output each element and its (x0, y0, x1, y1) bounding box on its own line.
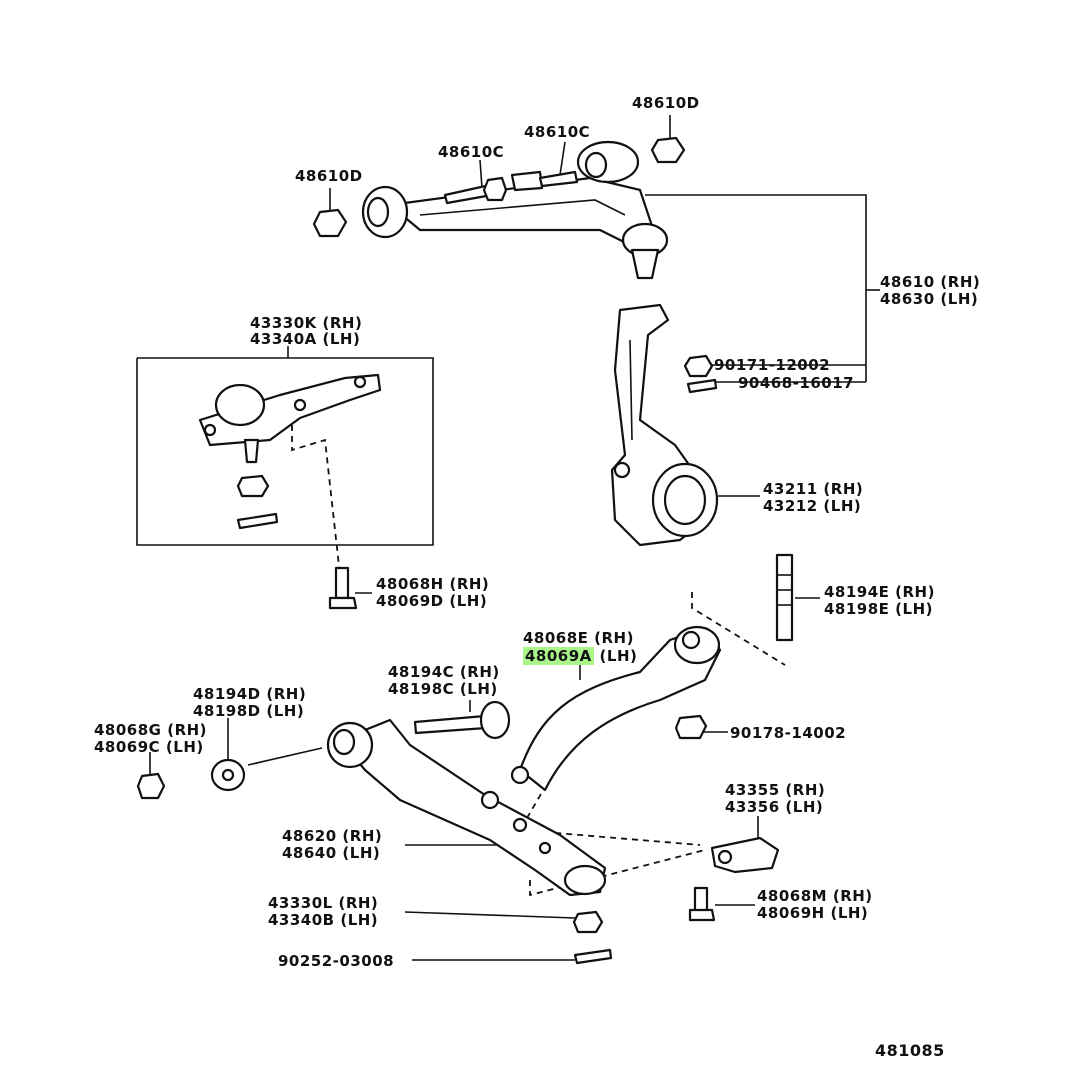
label-upper-arm-lh: 48630 (LH) (880, 290, 979, 308)
label-stud-lh: 48198E (LH) (824, 600, 933, 618)
highlighted-part-number: 48069A (523, 647, 594, 665)
label-ball-joint-lh: 43340A (LH) (250, 330, 361, 348)
label-bolt-bracket-lh: 48069H (LH) (757, 904, 869, 922)
label-bolt-ball-lh: 48069D (LH) (376, 592, 488, 610)
label-bolt-upper-right: 48610C (524, 123, 591, 141)
label-cotter-pin-knuckle: 90468-16017 (738, 374, 855, 392)
label-ball-joint-rh: 43330K (RH) (250, 314, 363, 332)
upper-fasteners (312, 136, 686, 238)
label-nut-upper-right: 48610D (632, 94, 700, 112)
label-bracket-lh: 43356 (LH) (725, 798, 824, 816)
label-bracket-rh: 43355 (RH) (725, 781, 826, 799)
label-cam-plate-rh: 48194D (RH) (193, 685, 307, 703)
steering-knuckle (610, 303, 719, 547)
upper-control-arm (361, 140, 669, 280)
label-bolt-cam-rh: 48194C (RH) (388, 663, 500, 681)
label-stud-rh: 48194E (RH) (824, 583, 935, 601)
cam-bolt-set (136, 700, 511, 800)
label-bolt-bracket-rh: 48068M (RH) (757, 887, 873, 905)
lower-control-arm (326, 718, 607, 897)
label-cam-plate-lh: 48198D (LH) (193, 702, 305, 720)
label-nut-lower-rh: 43330L (RH) (268, 894, 379, 912)
label-bolt-cam-lh: 48198C (LH) (388, 680, 498, 698)
label-knuckle-lh: 43212 (LH) (763, 497, 862, 515)
strut-arm (510, 625, 722, 792)
label-lower-arm-rh: 48620 (RH) (282, 827, 383, 845)
middle-fasteners (328, 553, 794, 740)
label-nut-lower-lh: 43340B (LH) (268, 911, 379, 929)
label-upper-arm-rh: 48610 (RH) (880, 273, 981, 291)
label-nut-cam-lh: 48069C (LH) (94, 738, 204, 756)
label-nut-knuckle: 90171-12002 (714, 356, 831, 374)
leader-lines (136, 115, 880, 961)
label-nut-cam-rh: 48068G (RH) (94, 721, 208, 739)
label-bolt-upper-left: 48610C (438, 143, 505, 161)
dashed-lines (291, 425, 786, 897)
label-bolt-ball-rh: 48068H (RH) (376, 575, 490, 593)
diagram-id: 481085 (875, 1041, 945, 1060)
label-lower-arm-lh: 48640 (LH) (282, 844, 381, 862)
label-nut-upper-left: 48610D (295, 167, 363, 185)
label-strut-arm-lh-suffix: (LH) (599, 647, 638, 665)
lower-fasteners (572, 836, 780, 965)
lower-ball-joint (198, 373, 382, 530)
label-knuckle-rh: 43211 (RH) (763, 480, 864, 498)
label-strut-arm-rh: 48068E (RH) (523, 629, 634, 647)
label-strut-arm-lh: 48069A (LH) (523, 647, 638, 665)
label-cotter-pin-lower: 90252-03008 (278, 952, 395, 970)
label-nut-strut: 90178-14002 (730, 724, 847, 742)
